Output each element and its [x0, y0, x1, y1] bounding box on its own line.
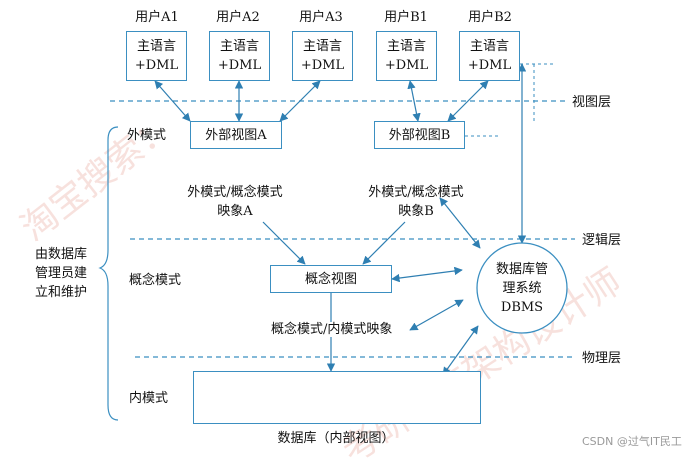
internal-schema-label: 内模式 — [129, 391, 169, 406]
logic-layer-label: 逻辑层 — [582, 233, 622, 248]
dbms-circle — [476, 242, 568, 334]
user-a3-dml: +DML — [300, 58, 345, 73]
user-a2-dml: +DML — [217, 58, 262, 73]
mapping-b-line1: 外模式/概念模式 — [368, 185, 464, 200]
arrow-a3-ea — [279, 80, 321, 122]
user-a2-lang: 主语言 — [219, 39, 259, 54]
user-b1-dml: +DML — [384, 58, 429, 73]
user-label-a3: 用户A3 — [299, 10, 343, 25]
credit-watermark: CSDN @过气IT民工 — [582, 435, 682, 448]
conceptual-view-label: 概念视图 — [304, 272, 357, 287]
architecture-diagram: 淘宝搜索： 考研系统架构设计师 — [14, 10, 682, 472]
user-label-a1: 用户A1 — [135, 10, 179, 25]
view-layer-label: 视图层 — [572, 95, 612, 110]
dba-label-line1: 由数据库 — [35, 247, 88, 262]
arrow-mapa-concept — [262, 221, 306, 265]
arrow-concept-dbms — [391, 266, 463, 283]
mapping-conceptual-internal: 概念模式/内模式映象 — [271, 322, 393, 337]
mapping-a-line1: 外模式/概念模式 — [187, 185, 283, 200]
user-a3-lang: 主语言 — [302, 39, 342, 54]
mapping-a-line2: 映象A — [217, 204, 253, 219]
user-label-b2: 用户B2 — [468, 10, 512, 25]
dbms-line1: 数据库管 — [495, 262, 548, 277]
external-schema-label: 外模式 — [127, 128, 167, 143]
user-label-b1: 用户B1 — [384, 10, 428, 25]
dbms-line2: 理系统 — [502, 281, 542, 296]
arrow-eb-dbms — [439, 197, 481, 249]
physical-layer-label: 物理层 — [582, 351, 622, 366]
dbms-line3: DBMS — [500, 300, 544, 315]
user-box-b2: 主语言 +DML — [459, 31, 520, 81]
database-box — [193, 371, 481, 424]
external-view-b-label: 外部视图B — [388, 128, 451, 143]
user-a1-dml: +DML — [134, 58, 179, 73]
mapping-b-line2: 映象B — [398, 204, 434, 219]
user-box-a3: 主语言 +DML — [292, 31, 353, 81]
user-b2-dml: +DML — [467, 58, 512, 73]
dba-label-line2: 管理员建 — [35, 266, 88, 281]
external-view-b-box: 外部视图B — [374, 121, 465, 149]
dba-label-line3: 立和维护 — [35, 285, 88, 300]
user-label-a2: 用户A2 — [216, 10, 260, 25]
user-box-b1: 主语言 +DML — [376, 31, 437, 81]
conceptual-view-box: 概念视图 — [270, 265, 392, 293]
conceptual-schema-label: 概念模式 — [129, 273, 182, 288]
left-brace — [98, 126, 119, 421]
arrow-mapb-concept — [362, 221, 406, 265]
user-b1-lang: 主语言 — [386, 39, 426, 54]
user-box-a1: 主语言 +DML — [126, 31, 187, 81]
user-a1-lang: 主语言 — [136, 39, 176, 54]
user-box-a2: 主语言 +DML — [209, 31, 270, 81]
external-view-a-label: 外部视图A — [205, 128, 267, 143]
database-label: 数据库（内部视图） — [277, 431, 395, 446]
arrow-a1-ea — [154, 80, 191, 122]
user-b2-lang: 主语言 — [469, 39, 509, 54]
arrow-b2-eb — [447, 80, 489, 122]
arrow-mapci-dbms — [409, 299, 464, 331]
external-view-a-box: 外部视图A — [190, 121, 282, 149]
arrow-db-dbms — [442, 325, 479, 376]
arrow-b1-eb — [407, 80, 421, 122]
